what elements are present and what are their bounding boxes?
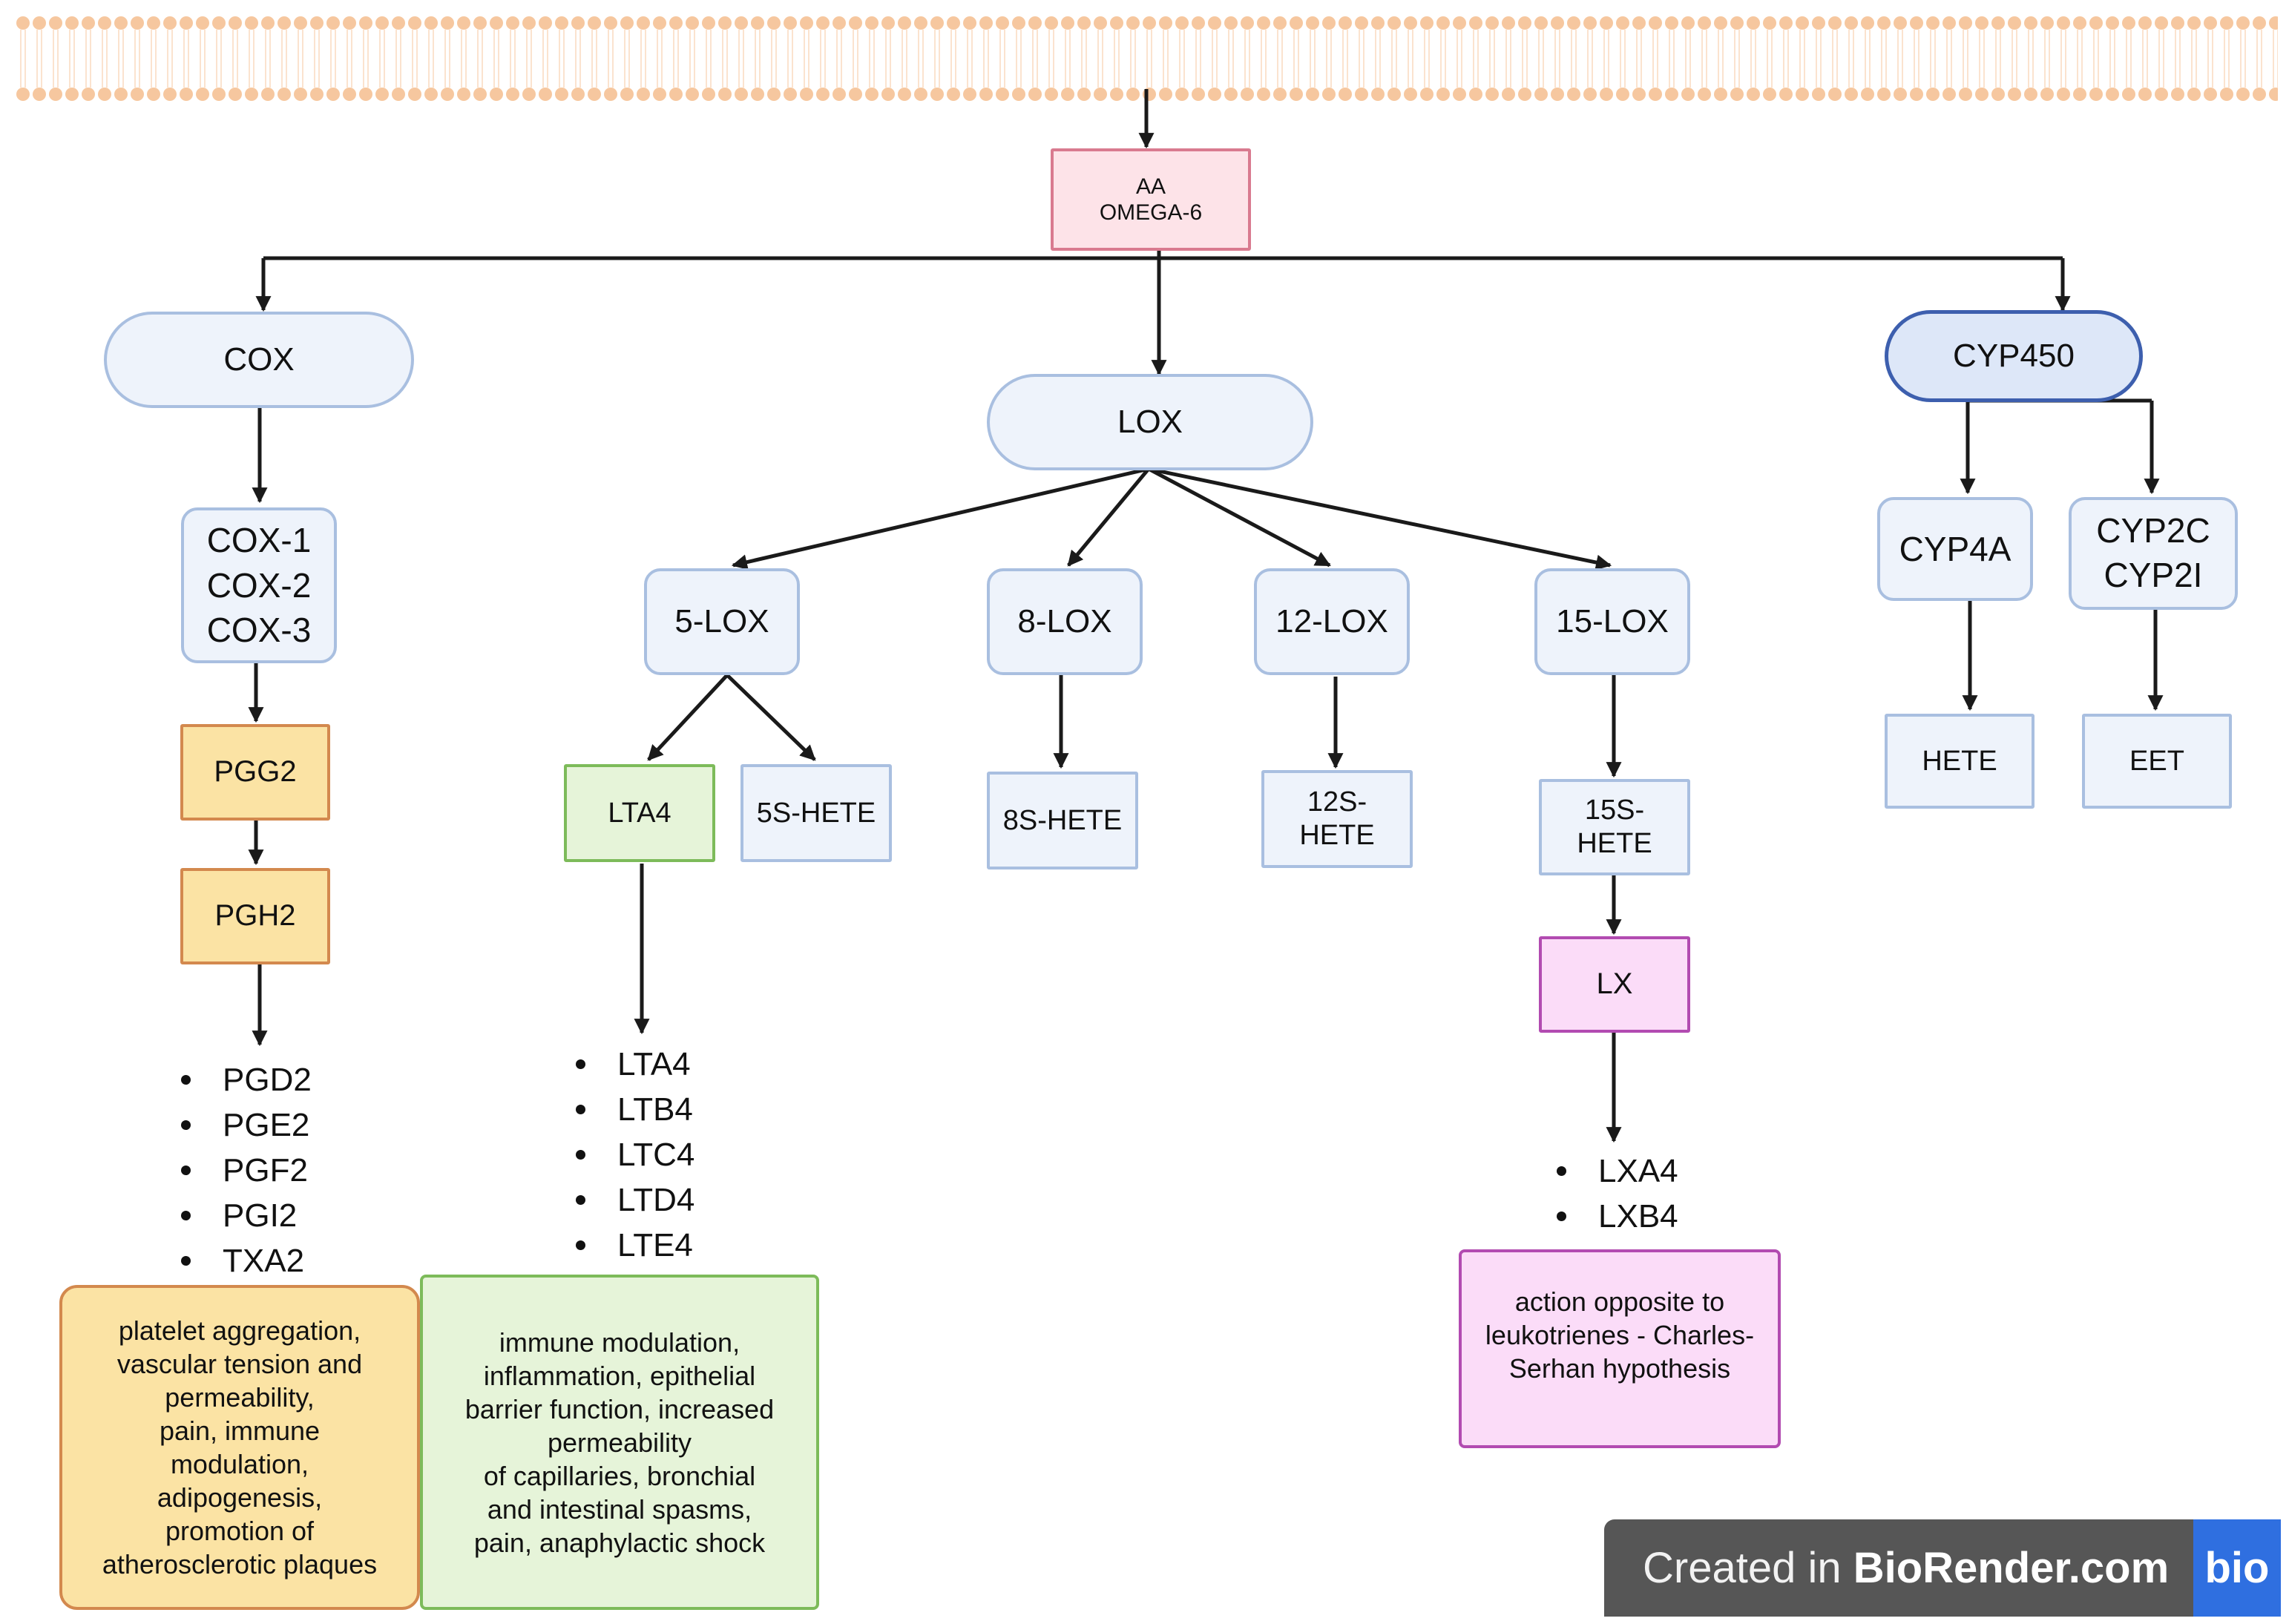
list-item: PGE2 [177, 1102, 312, 1148]
list-item: LTA4 [571, 1042, 694, 1087]
cell-membrane [15, 15, 2278, 102]
leukotriene-effects-box: immune modulation, inflammation, epithel… [420, 1275, 819, 1610]
arrow-5lox-lta4 [647, 674, 729, 761]
hete-box: HETE [1885, 714, 2035, 809]
hete-8s-box: 8S-HETE [987, 772, 1138, 869]
watermark-text: Created in BioRender.com [1643, 1544, 2170, 1592]
cox-node: COX [104, 312, 414, 408]
biorender-logo-icon: bio [2193, 1519, 2281, 1617]
lipoxin-list: LXA4 LXB4 [1552, 1148, 1678, 1239]
hete-12s-box: 12S- HETE [1261, 770, 1413, 868]
cox-isoforms-box: COX-1 COX-2 COX-3 [181, 507, 337, 663]
lox-node: LOX [987, 374, 1313, 470]
lox12-box: 12-LOX [1254, 568, 1410, 675]
list-item: PGI2 [177, 1193, 312, 1238]
list-item: PGF2 [177, 1148, 312, 1193]
leukotriene-list: LTA4 LTB4 LTC4 LTD4 LTE4 [571, 1042, 694, 1268]
lox5-box: 5-LOX [644, 568, 800, 675]
list-item: LXA4 [1552, 1148, 1678, 1194]
list-item: LTB4 [571, 1087, 694, 1132]
cyp2c-cyp2i-box: CYP2C CYP2I [2069, 497, 2238, 610]
pgh2-box: PGH2 [180, 868, 330, 964]
lta4-box: LTA4 [564, 764, 715, 862]
lipoxin-effects-box: action opposite to leukotrienes - Charle… [1459, 1249, 1781, 1448]
arrow-lox-5lox [731, 467, 1149, 570]
prostanoid-list: PGD2 PGE2 PGF2 PGI2 TXA2 [177, 1057, 312, 1283]
eet-box: EET [2082, 714, 2232, 809]
hete-5s-box: 5S-HETE [740, 764, 892, 862]
cox-effects-box: platelet aggregation, vascular tension a… [59, 1285, 420, 1610]
lx-box: LX [1539, 936, 1690, 1033]
lox15-box: 15-LOX [1534, 568, 1690, 675]
list-item: LTE4 [571, 1223, 694, 1268]
arrow-lox-15lox [1148, 467, 1612, 571]
cyp4a-box: CYP4A [1877, 497, 2033, 601]
hete-15s-box: 15S- HETE [1539, 779, 1690, 875]
list-item: LTD4 [571, 1177, 694, 1223]
list-item: LTC4 [571, 1132, 694, 1177]
aa-omega6-box: AA OMEGA-6 [1051, 148, 1251, 251]
lox8-box: 8-LOX [987, 568, 1143, 675]
cyp450-node: CYP450 [1885, 310, 2143, 402]
biorender-watermark: Created in BioRender.com bio [1604, 1519, 2281, 1617]
list-item: TXA2 [177, 1238, 312, 1283]
list-item: LXB4 [1552, 1194, 1678, 1239]
list-item: PGD2 [177, 1057, 312, 1102]
pgg2-box: PGG2 [180, 724, 330, 821]
arrow-5lox-5shete [726, 674, 816, 761]
arrow-lox-12lox [1147, 467, 1331, 568]
arrow-lox-8lox [1067, 467, 1150, 567]
